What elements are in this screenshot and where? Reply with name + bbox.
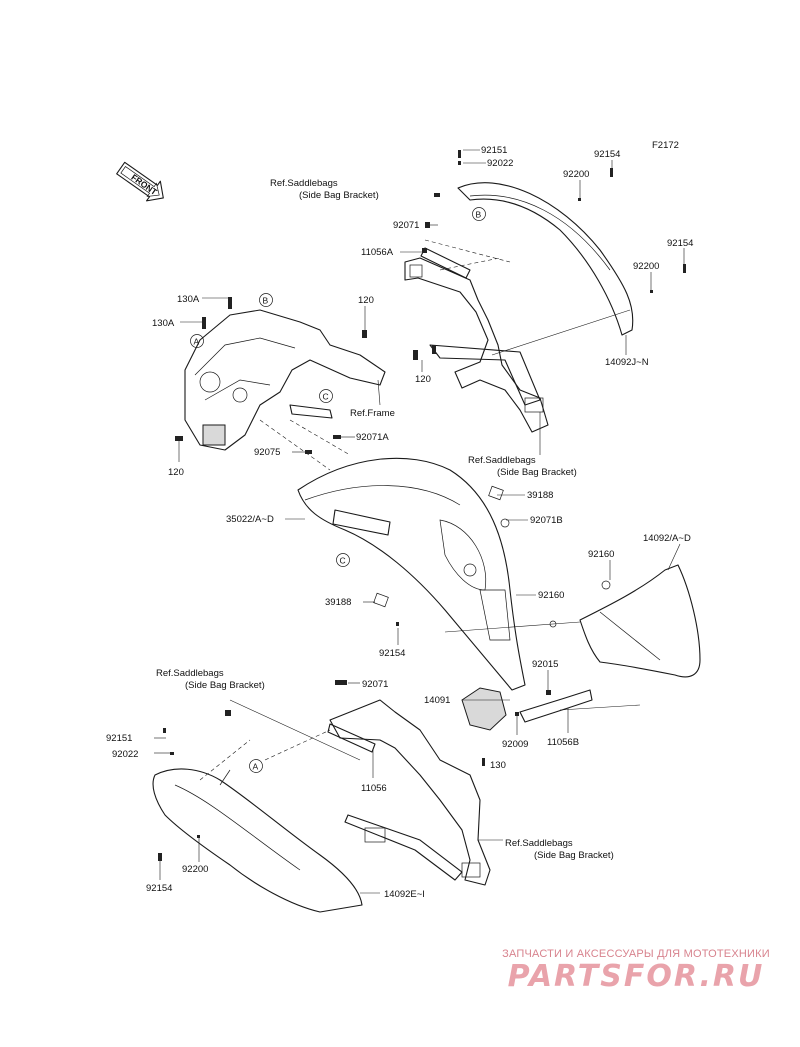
callout-c-fender: C	[336, 553, 350, 567]
label-92022-top: 92022	[487, 158, 513, 169]
label-92071-top: 92071	[393, 220, 419, 231]
label-130a-1: 130A	[177, 294, 200, 305]
label-92154-top: 92154	[594, 149, 620, 160]
label-ref-saddlebags-top-1: Ref.Saddlebags	[270, 178, 338, 189]
label-92160-b: 92160	[538, 590, 564, 601]
label-ref-saddlebags-mid-1: Ref.Saddlebags	[468, 455, 536, 466]
callout-b-top: B	[259, 293, 273, 307]
label-92200-top: 92200	[563, 169, 589, 180]
label-92200-low: 92200	[182, 864, 208, 875]
label-92154-mid: 92154	[667, 238, 693, 249]
label-ref-saddlebags-mid-2: (Side Bag Bracket)	[497, 467, 577, 478]
label-92022-low: 92022	[112, 749, 138, 760]
label-ref-saddlebags-low-1: Ref.Saddlebags	[156, 668, 224, 679]
lower-rear-fender-assembly	[152, 680, 491, 913]
label-ref-saddlebags-low-2: (Side Bag Bracket)	[185, 680, 265, 691]
diagram-code: F2172	[652, 140, 679, 151]
label-11056b: 11056B	[547, 737, 579, 748]
lower-bracket-group	[461, 687, 641, 766]
label-11056a: 11056A	[361, 247, 394, 258]
frame-bracket-assembly	[175, 297, 418, 471]
callout-a-top: A	[190, 334, 204, 348]
label-92071b: 92071B	[530, 515, 563, 526]
label-39188-b: 39188	[325, 597, 351, 608]
label-92015: 92015	[532, 659, 558, 670]
label-ref-saddlebags-bot-1: Ref.Saddlebags	[505, 838, 573, 849]
watermark-logo: PARTSFOR.RU	[507, 959, 765, 994]
label-120-b: 120	[415, 374, 431, 385]
label-ref-saddlebags-bot-2: (Side Bag Bracket)	[534, 850, 614, 861]
label-92071a: 92071A	[356, 432, 389, 443]
svg-text:A: A	[253, 762, 259, 772]
svg-text:C: C	[323, 392, 329, 402]
leader-lines	[154, 149, 685, 894]
label-92200-mid: 92200	[633, 261, 659, 272]
label-11056: 11056	[361, 783, 387, 794]
label-92071-low: 92071	[362, 679, 388, 690]
watermark-tagline: ЗАПЧАСТИ И АКСЕССУАРЫ ДЛЯ МОТОТЕХНИКИ	[502, 948, 770, 960]
label-14091: 14091	[424, 695, 450, 706]
right-side-cover	[444, 564, 701, 678]
label-92154-low: 92154	[379, 648, 405, 659]
label-14092e: 14092E~I	[384, 889, 425, 900]
label-14092a: 14092/A~D	[643, 533, 691, 544]
label-92009: 92009	[502, 739, 528, 750]
label-ref-frame: Ref.Frame	[350, 408, 395, 419]
upper-rear-fender-assembly	[404, 150, 686, 433]
label-35022: 35022/A~D	[226, 514, 274, 525]
rear-fender	[297, 457, 526, 691]
label-14092j: 14092J~N	[605, 357, 649, 368]
label-130: 130	[490, 760, 506, 771]
label-120-a: 120	[358, 295, 374, 306]
watermark: ЗАПЧАСТИ И АКСЕССУАРЫ ДЛЯ МОТОТЕХНИКИ PA…	[478, 948, 794, 994]
label-92075: 92075	[254, 447, 280, 458]
front-arrow-icon: FRONT	[116, 161, 164, 202]
label-92160-a: 92160	[588, 549, 614, 560]
label-92154-bot: 92154	[146, 883, 172, 894]
callout-b-upper: B	[472, 207, 486, 221]
svg-text:C: C	[340, 556, 346, 566]
label-39188-a: 39188	[527, 490, 553, 501]
label-92151-top: 92151	[481, 145, 507, 156]
svg-text:B: B	[263, 296, 269, 306]
label-120-c: 120	[168, 467, 184, 478]
svg-text:B: B	[476, 210, 482, 220]
part-labels: 92151 92022 92154 92200 Ref.Saddlebags (…	[106, 145, 693, 900]
label-ref-saddlebags-top-2: (Side Bag Bracket)	[299, 190, 379, 201]
label-130a-2: 130A	[152, 318, 175, 329]
callout-c-top: C	[319, 389, 333, 403]
callout-a-lower: A	[249, 759, 263, 773]
svg-text:A: A	[194, 337, 200, 347]
label-92151-low: 92151	[106, 733, 132, 744]
